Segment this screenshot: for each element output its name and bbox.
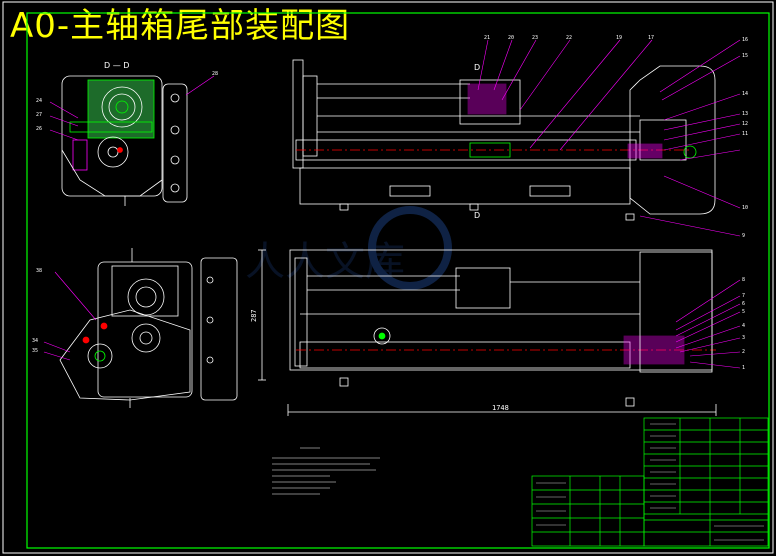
overall-length-dimension: 1748 — [492, 404, 509, 412]
part-label-4: 4 — [742, 323, 745, 329]
section-d-top-label: D — [474, 63, 480, 72]
part-label-22: 22 — [566, 35, 572, 41]
part-label-6: 6 — [742, 301, 745, 307]
part-label-3: 3 — [742, 335, 745, 341]
part-label-26: 26 — [36, 126, 42, 132]
leaders-bottom — [675, 279, 741, 369]
section-d-bottom-label: D — [474, 211, 480, 220]
part-label-17: 17 — [648, 35, 654, 41]
part-label-13: 13 — [742, 111, 748, 117]
part-label-20: 20 — [508, 35, 514, 41]
parts-list-table — [531, 417, 769, 547]
part-label-16: 16 — [742, 37, 748, 43]
part-label-1: 1 — [742, 365, 745, 371]
section-view-dd: D — D — [61, 61, 188, 206]
main-view-bottom — [258, 249, 717, 416]
part-label-23: 23 — [532, 35, 538, 41]
section-dd-label: D — D — [104, 61, 129, 70]
leaders-top — [477, 39, 741, 209]
part-label-11: 11 — [742, 131, 748, 137]
part-label-9: 9 — [742, 233, 745, 239]
part-label-28: 28 — [212, 71, 218, 77]
part-label-15: 15 — [742, 53, 748, 59]
parts-list-text-lines — [536, 423, 764, 541]
main-view-top: D D — [292, 59, 716, 221]
inner-border — [26, 12, 770, 549]
part-label-8: 8 — [742, 277, 745, 283]
watermark: 人人文库 — [245, 206, 452, 290]
part-label-2: 2 — [742, 349, 745, 355]
part-label-14: 14 — [742, 91, 748, 97]
part-label-5: 5 — [742, 309, 745, 315]
technical-notes — [272, 447, 380, 495]
height-dimension: 287 — [250, 309, 258, 322]
watermark-text: 人人文库 — [245, 239, 405, 285]
part-label-12: 12 — [742, 121, 748, 127]
side-view-bottom-left — [59, 248, 238, 408]
part-label-34: 34 — [32, 338, 38, 344]
part-label-27: 27 — [36, 112, 42, 118]
part-label-21: 21 — [484, 35, 490, 41]
part-label-19: 19 — [616, 35, 622, 41]
part-label-10: 10 — [742, 205, 748, 211]
leaders-left — [43, 75, 215, 361]
part-label-38: 38 — [36, 268, 42, 274]
part-label-35: 35 — [32, 348, 38, 354]
part-label-24: 24 — [36, 98, 42, 104]
part-label-7: 7 — [742, 293, 745, 299]
